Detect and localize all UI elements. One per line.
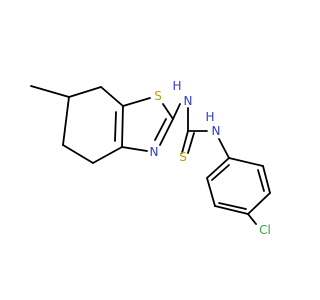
bond-aryl-a xyxy=(206,157,230,179)
bond-c-s-thione-a xyxy=(181,130,189,154)
bond-aryl-inner-b xyxy=(218,202,247,210)
bond-aryl-inner-a xyxy=(211,164,230,181)
bond-n-aryl xyxy=(218,138,230,159)
atom-sulfur-thione: S xyxy=(179,150,187,164)
bond-ring6-f xyxy=(62,96,70,146)
bond-aryl-e xyxy=(262,165,271,194)
atom-h-right: H xyxy=(205,110,214,124)
bond-ring6-b xyxy=(100,86,124,107)
atom-labels: S N H N H N S Cl xyxy=(150,79,271,237)
bond-c2-n-double xyxy=(154,118,167,141)
bond-methyl xyxy=(30,85,70,98)
bond-aryl-b xyxy=(206,177,216,207)
bond-ring6-d xyxy=(92,146,123,164)
atom-nitrogen-ring: N xyxy=(150,145,159,159)
bond-fused-double xyxy=(114,111,117,142)
bond-ring6-a xyxy=(68,86,102,98)
atom-h-top: H xyxy=(172,79,181,93)
bond-ring6-c xyxy=(121,105,124,148)
atom-n-top: N xyxy=(184,94,193,108)
atom-n-right: N xyxy=(212,124,221,138)
bond-c2-n xyxy=(159,118,174,146)
bond-c-s xyxy=(122,97,151,107)
bond-aryl-d xyxy=(247,192,271,215)
bond-aryl-inner-c xyxy=(257,169,265,192)
bond-c-cl xyxy=(247,213,257,225)
bond-n-c xyxy=(121,146,148,152)
atom-sulfur-ring: S xyxy=(154,89,162,103)
bond-c2-nh xyxy=(172,103,181,120)
bond-lines xyxy=(30,85,271,225)
bond-ring6-e xyxy=(62,144,94,164)
bond-aryl-c xyxy=(214,205,249,215)
bond-aryl-f xyxy=(228,157,264,167)
bond-c-s-thione-b xyxy=(187,132,195,154)
molecule-structure: S N H N H N S Cl xyxy=(30,79,271,237)
bond-s-c2 xyxy=(162,103,174,120)
atom-chlorine: Cl xyxy=(259,223,271,237)
